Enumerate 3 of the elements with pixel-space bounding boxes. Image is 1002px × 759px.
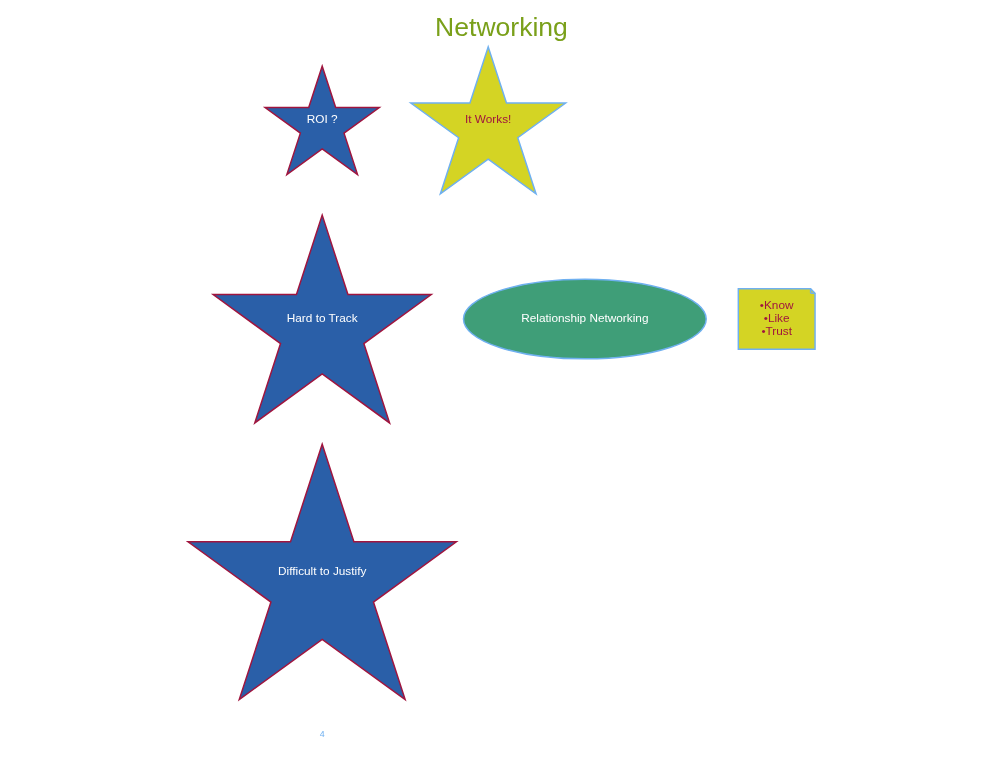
label: 4: [319, 728, 325, 739]
node-ellipse: Relationship Networking: [462, 278, 707, 360]
diagram-title: Networking: [434, 11, 568, 42]
